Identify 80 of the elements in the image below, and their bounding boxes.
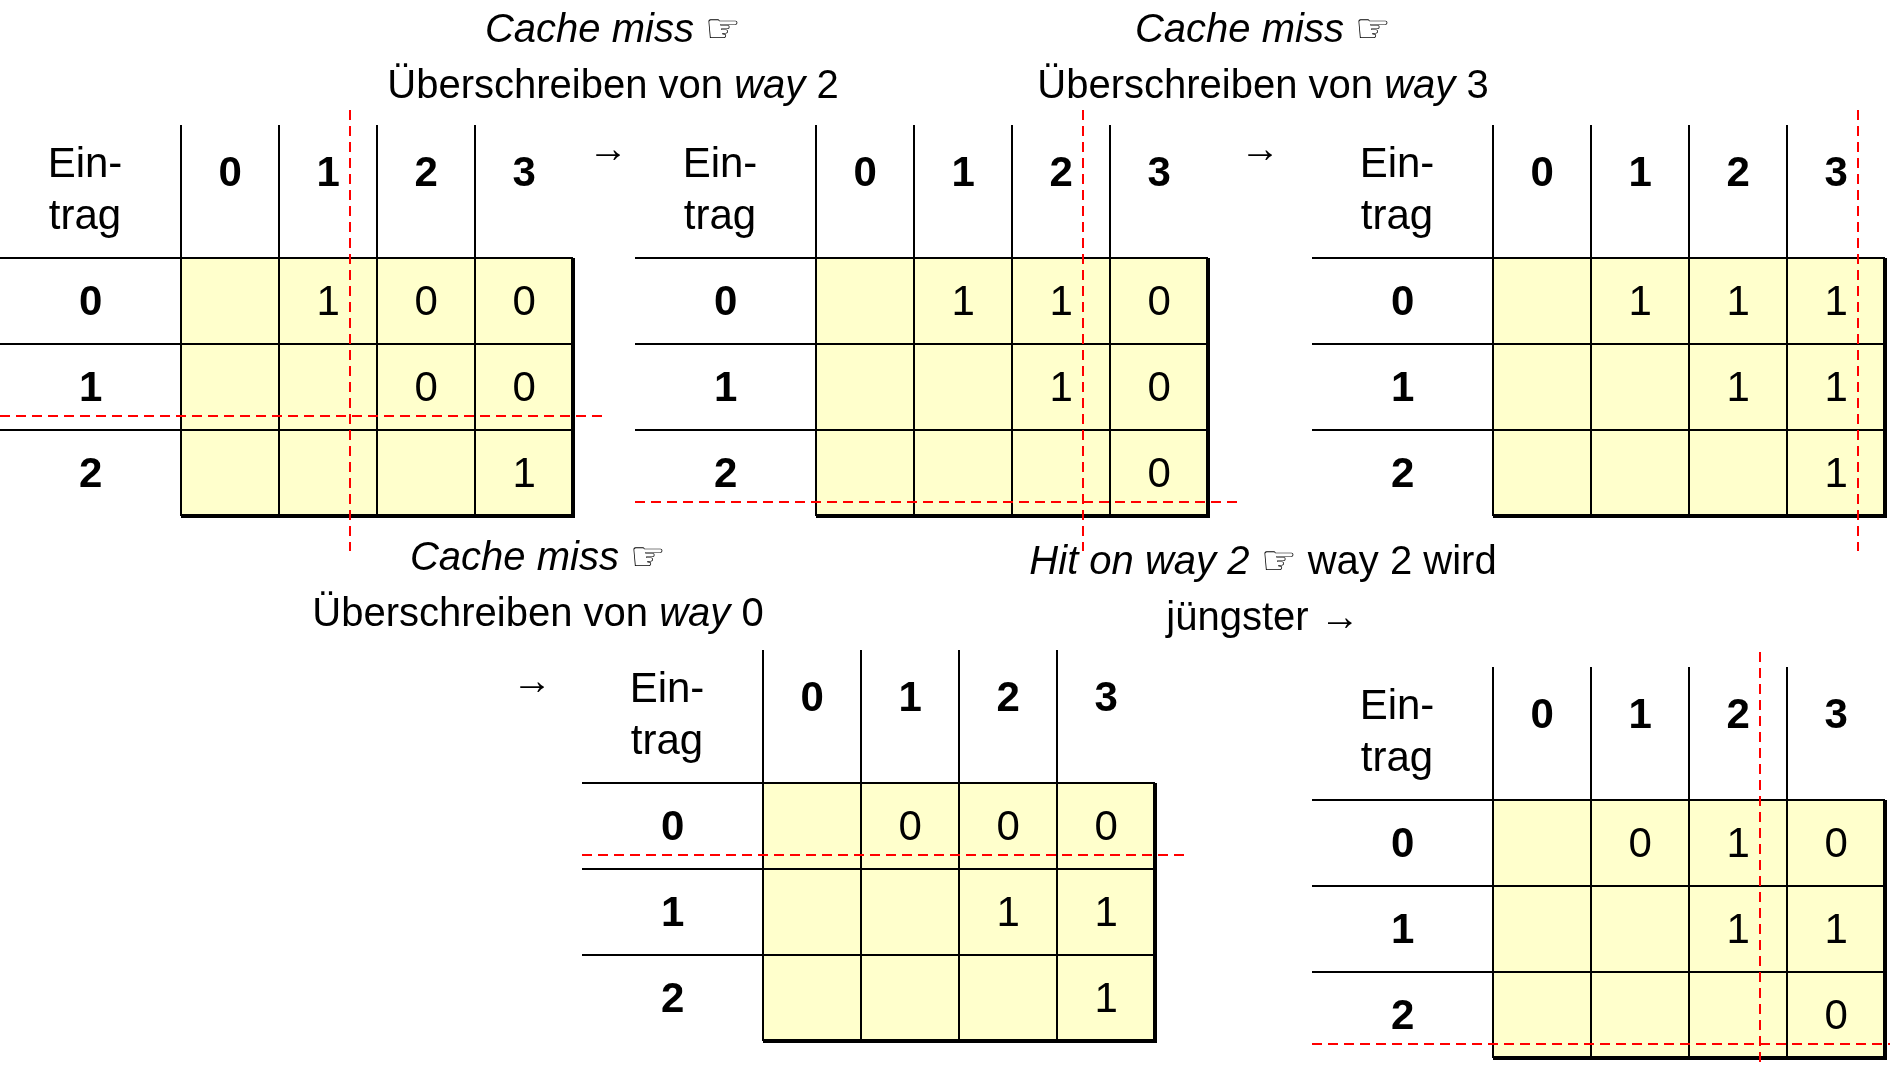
column-header: 2 — [1726, 688, 1750, 739]
bit-value: 0 — [1824, 990, 1848, 1040]
column-header: 3 — [1147, 146, 1171, 197]
column-header: 0 — [800, 671, 824, 722]
step-caption: Hit on way 2 ☞ way 2 wird jüngster → — [1028, 537, 1498, 640]
bit-value: 1 — [1094, 973, 1118, 1023]
corner-header: Ein-trag — [1358, 680, 1436, 782]
row-header: 2 — [79, 448, 103, 498]
column-header: 2 — [414, 146, 438, 197]
column-header: 0 — [218, 146, 242, 197]
row-header: 2 — [714, 448, 738, 498]
row-header: 2 — [1391, 448, 1415, 498]
column-header: 0 — [1530, 146, 1554, 197]
bit-value: 1 — [316, 276, 340, 326]
row-header: 0 — [1391, 276, 1415, 326]
row-header: 1 — [661, 887, 685, 937]
bit-value: 0 — [1147, 448, 1171, 498]
row-header: 1 — [1391, 362, 1415, 412]
bit-value: 0 — [1147, 276, 1171, 326]
bit-value: 1 — [1824, 448, 1848, 498]
bit-value: 0 — [414, 276, 438, 326]
row-header: 0 — [79, 276, 103, 326]
step-caption: Cache miss ☞ — [483, 5, 743, 52]
row-header: 2 — [1391, 990, 1415, 1040]
step-caption: Cache miss ☞ — [1133, 5, 1393, 52]
step-caption: Cache miss ☞ — [408, 533, 668, 580]
row-header: 2 — [661, 973, 685, 1023]
column-header: 1 — [1628, 146, 1652, 197]
corner-header: Ein-trag — [1358, 138, 1436, 240]
corner-header: Ein-trag — [681, 138, 759, 240]
row-header: 1 — [1391, 904, 1415, 954]
step-arrow: → — [512, 657, 552, 704]
row-header: 0 — [1391, 818, 1415, 868]
row-header: 0 — [714, 276, 738, 326]
column-header: 1 — [951, 146, 975, 197]
bit-value: 1 — [1049, 362, 1073, 412]
bit-value: 0 — [1094, 801, 1118, 851]
bit-value: 0 — [1147, 362, 1171, 412]
column-header: 2 — [1049, 146, 1073, 197]
bit-value: 0 — [898, 801, 922, 851]
bit-value: 1 — [1726, 276, 1750, 326]
bit-value: 1 — [1726, 818, 1750, 868]
bit-value: 1 — [996, 887, 1020, 937]
bit-value: 1 — [1824, 276, 1848, 326]
column-header: 0 — [853, 146, 877, 197]
corner-header: Ein-trag — [628, 663, 706, 765]
column-header: 1 — [898, 671, 922, 722]
bit-value: 1 — [1726, 362, 1750, 412]
bit-value: 1 — [951, 276, 975, 326]
column-header: 0 — [1530, 688, 1554, 739]
corner-header: Ein-trag — [46, 138, 124, 240]
bit-value: 0 — [1628, 818, 1652, 868]
column-header: 3 — [512, 146, 536, 197]
step-caption: Überschreiben von way 2 — [386, 61, 840, 108]
column-header: 1 — [1628, 688, 1652, 739]
column-header: 3 — [1824, 146, 1848, 197]
bit-value: 1 — [1628, 276, 1652, 326]
column-header: 2 — [1726, 146, 1750, 197]
bit-value: 0 — [414, 362, 438, 412]
bit-value: 1 — [512, 448, 536, 498]
bit-value: 1 — [1094, 887, 1118, 937]
column-header: 1 — [316, 146, 340, 197]
bit-value: 1 — [1726, 904, 1750, 954]
row-header: 1 — [79, 362, 103, 412]
bit-value: 0 — [1824, 818, 1848, 868]
row-header: 1 — [714, 362, 738, 412]
row-header: 0 — [661, 801, 685, 851]
column-header: 3 — [1094, 671, 1118, 722]
column-header: 3 — [1824, 688, 1848, 739]
step-arrow: → — [1240, 125, 1280, 172]
step-caption: Überschreiben von way 3 — [1036, 61, 1490, 108]
bit-value: 0 — [512, 362, 536, 412]
step-arrow: → — [588, 125, 628, 172]
bit-value: 1 — [1824, 362, 1848, 412]
bit-value: 1 — [1049, 276, 1073, 326]
bit-value: 0 — [512, 276, 536, 326]
column-header: 2 — [996, 671, 1020, 722]
step-caption: Überschreiben von way 0 — [311, 589, 765, 636]
bit-value: 0 — [996, 801, 1020, 851]
bit-value: 1 — [1824, 904, 1848, 954]
